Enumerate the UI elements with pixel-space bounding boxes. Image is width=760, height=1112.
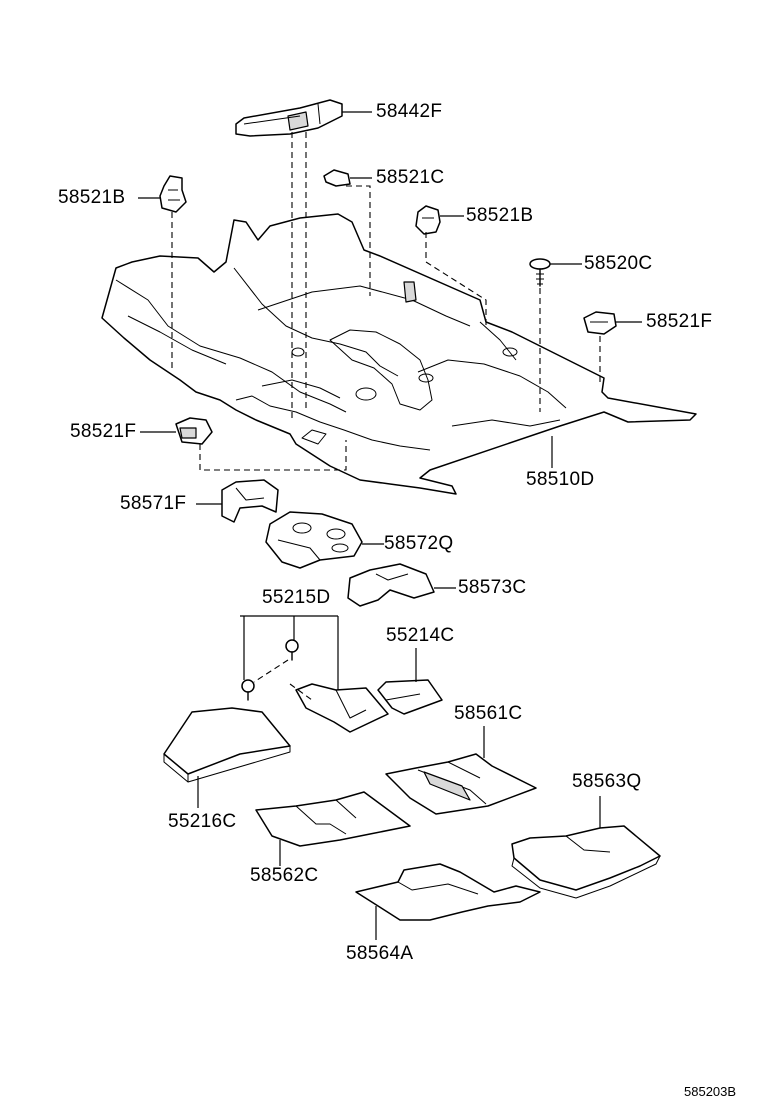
part-58562C-drawing (255, 791, 411, 866)
part-58521B-right-drawing (415, 205, 464, 235)
part-58520C-drawing (529, 258, 582, 287)
callout-58521F-right: 58521F (646, 311, 713, 332)
part-58573C-drawing (347, 563, 456, 607)
locator-lines (171, 132, 601, 471)
part-55214C-drawing (377, 648, 443, 715)
part-58521F-right-drawing (583, 311, 642, 335)
callout-55214C: 55214C (386, 625, 455, 646)
callout-58510D: 58510D (526, 469, 595, 490)
part-58510D-drawing (101, 213, 697, 495)
part-58521C-drawing (323, 169, 372, 187)
callout-58521B-right: 58521B (466, 205, 534, 226)
callout-58564A: 58564A (346, 943, 414, 964)
figure-code: 585203B (684, 1084, 737, 1099)
callout-55215D: 55215D (262, 587, 331, 608)
part-55216C-drawing (163, 707, 291, 808)
part-58442F-drawing (235, 99, 372, 137)
part-58564A-drawing (355, 863, 541, 940)
part-58572Q-drawing (265, 511, 384, 569)
callout-58563Q: 58563Q (572, 771, 642, 792)
part-55215D-drawing (240, 615, 339, 701)
callout-58521C: 58521C (376, 167, 445, 188)
callout-58572Q: 58572Q (384, 533, 454, 554)
callout-58561C: 58561C (454, 703, 523, 724)
callout-55216C: 55216C (168, 811, 237, 832)
callout-58521B-left: 58521B (58, 187, 126, 208)
callout-58442F: 58442F (376, 101, 443, 122)
part-58521F-left-drawing (140, 417, 213, 445)
callout-58562C: 58562C (250, 865, 319, 886)
part-58561C-drawing (385, 726, 537, 815)
part-58563Q-drawing (511, 796, 661, 899)
callout-58520C: 58520C (584, 253, 653, 274)
part-58521B-left-drawing (138, 175, 187, 213)
callout-58573C: 58573C (458, 577, 527, 598)
part-58571F-drawing (196, 479, 279, 523)
callout-58571F: 58571F (120, 493, 187, 514)
front-mat-drawing (289, 683, 389, 733)
callout-58521F-left: 58521F (70, 421, 137, 442)
